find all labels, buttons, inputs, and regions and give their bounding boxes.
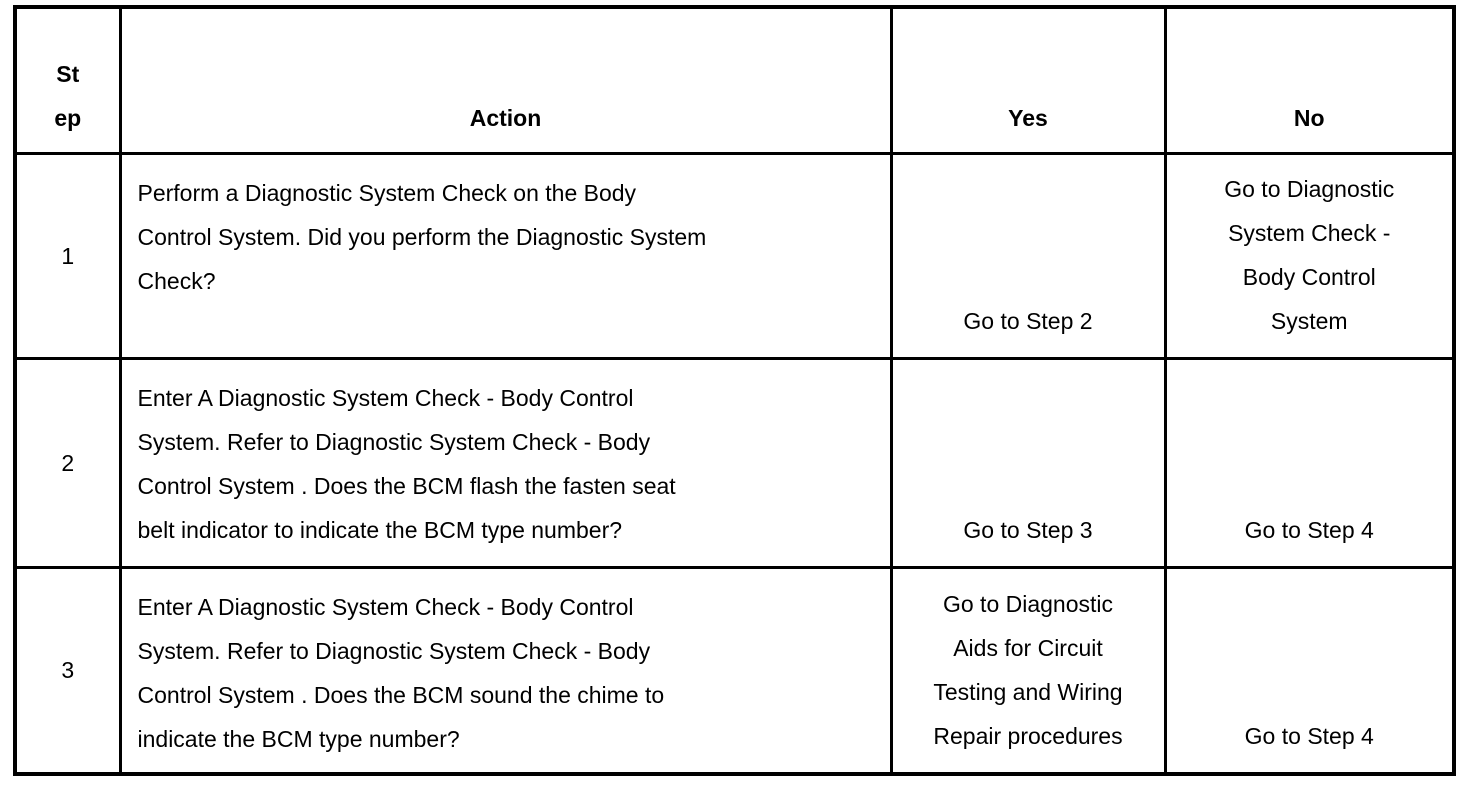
step-number: 1 <box>13 151 122 360</box>
action-text: Enter A Diagnostic System Check - Body C… <box>118 356 893 569</box>
header-no: No <box>1163 5 1456 155</box>
action-text: Perform a Diagnostic System Check on the… <box>118 151 893 360</box>
yes-result: Go to Diagnostic Aids for Circuit Testin… <box>889 565 1167 776</box>
yes-result: Go to Step 2 <box>889 151 1167 360</box>
diagnostic-steps-table: St ep Action Yes No 1 Perform a Diagnost… <box>13 5 1456 776</box>
table-row: 2 Enter A Diagnostic System Check - Body… <box>13 356 1456 569</box>
action-text: Enter A Diagnostic System Check - Body C… <box>118 565 893 776</box>
table-header-row: St ep Action Yes No <box>13 5 1456 155</box>
yes-result: Go to Step 3 <box>889 356 1167 569</box>
header-action: Action <box>118 5 893 155</box>
no-result: Go to Step 4 <box>1163 565 1456 776</box>
step-number: 3 <box>13 565 122 776</box>
table-row: 1 Perform a Diagnostic System Check on t… <box>13 151 1456 360</box>
header-step: St ep <box>13 5 122 155</box>
no-result: Go to Step 4 <box>1163 356 1456 569</box>
table-row: 3 Enter A Diagnostic System Check - Body… <box>13 565 1456 776</box>
step-number: 2 <box>13 356 122 569</box>
no-result: Go to Diagnostic System Check - Body Con… <box>1163 151 1456 360</box>
header-yes: Yes <box>889 5 1167 155</box>
